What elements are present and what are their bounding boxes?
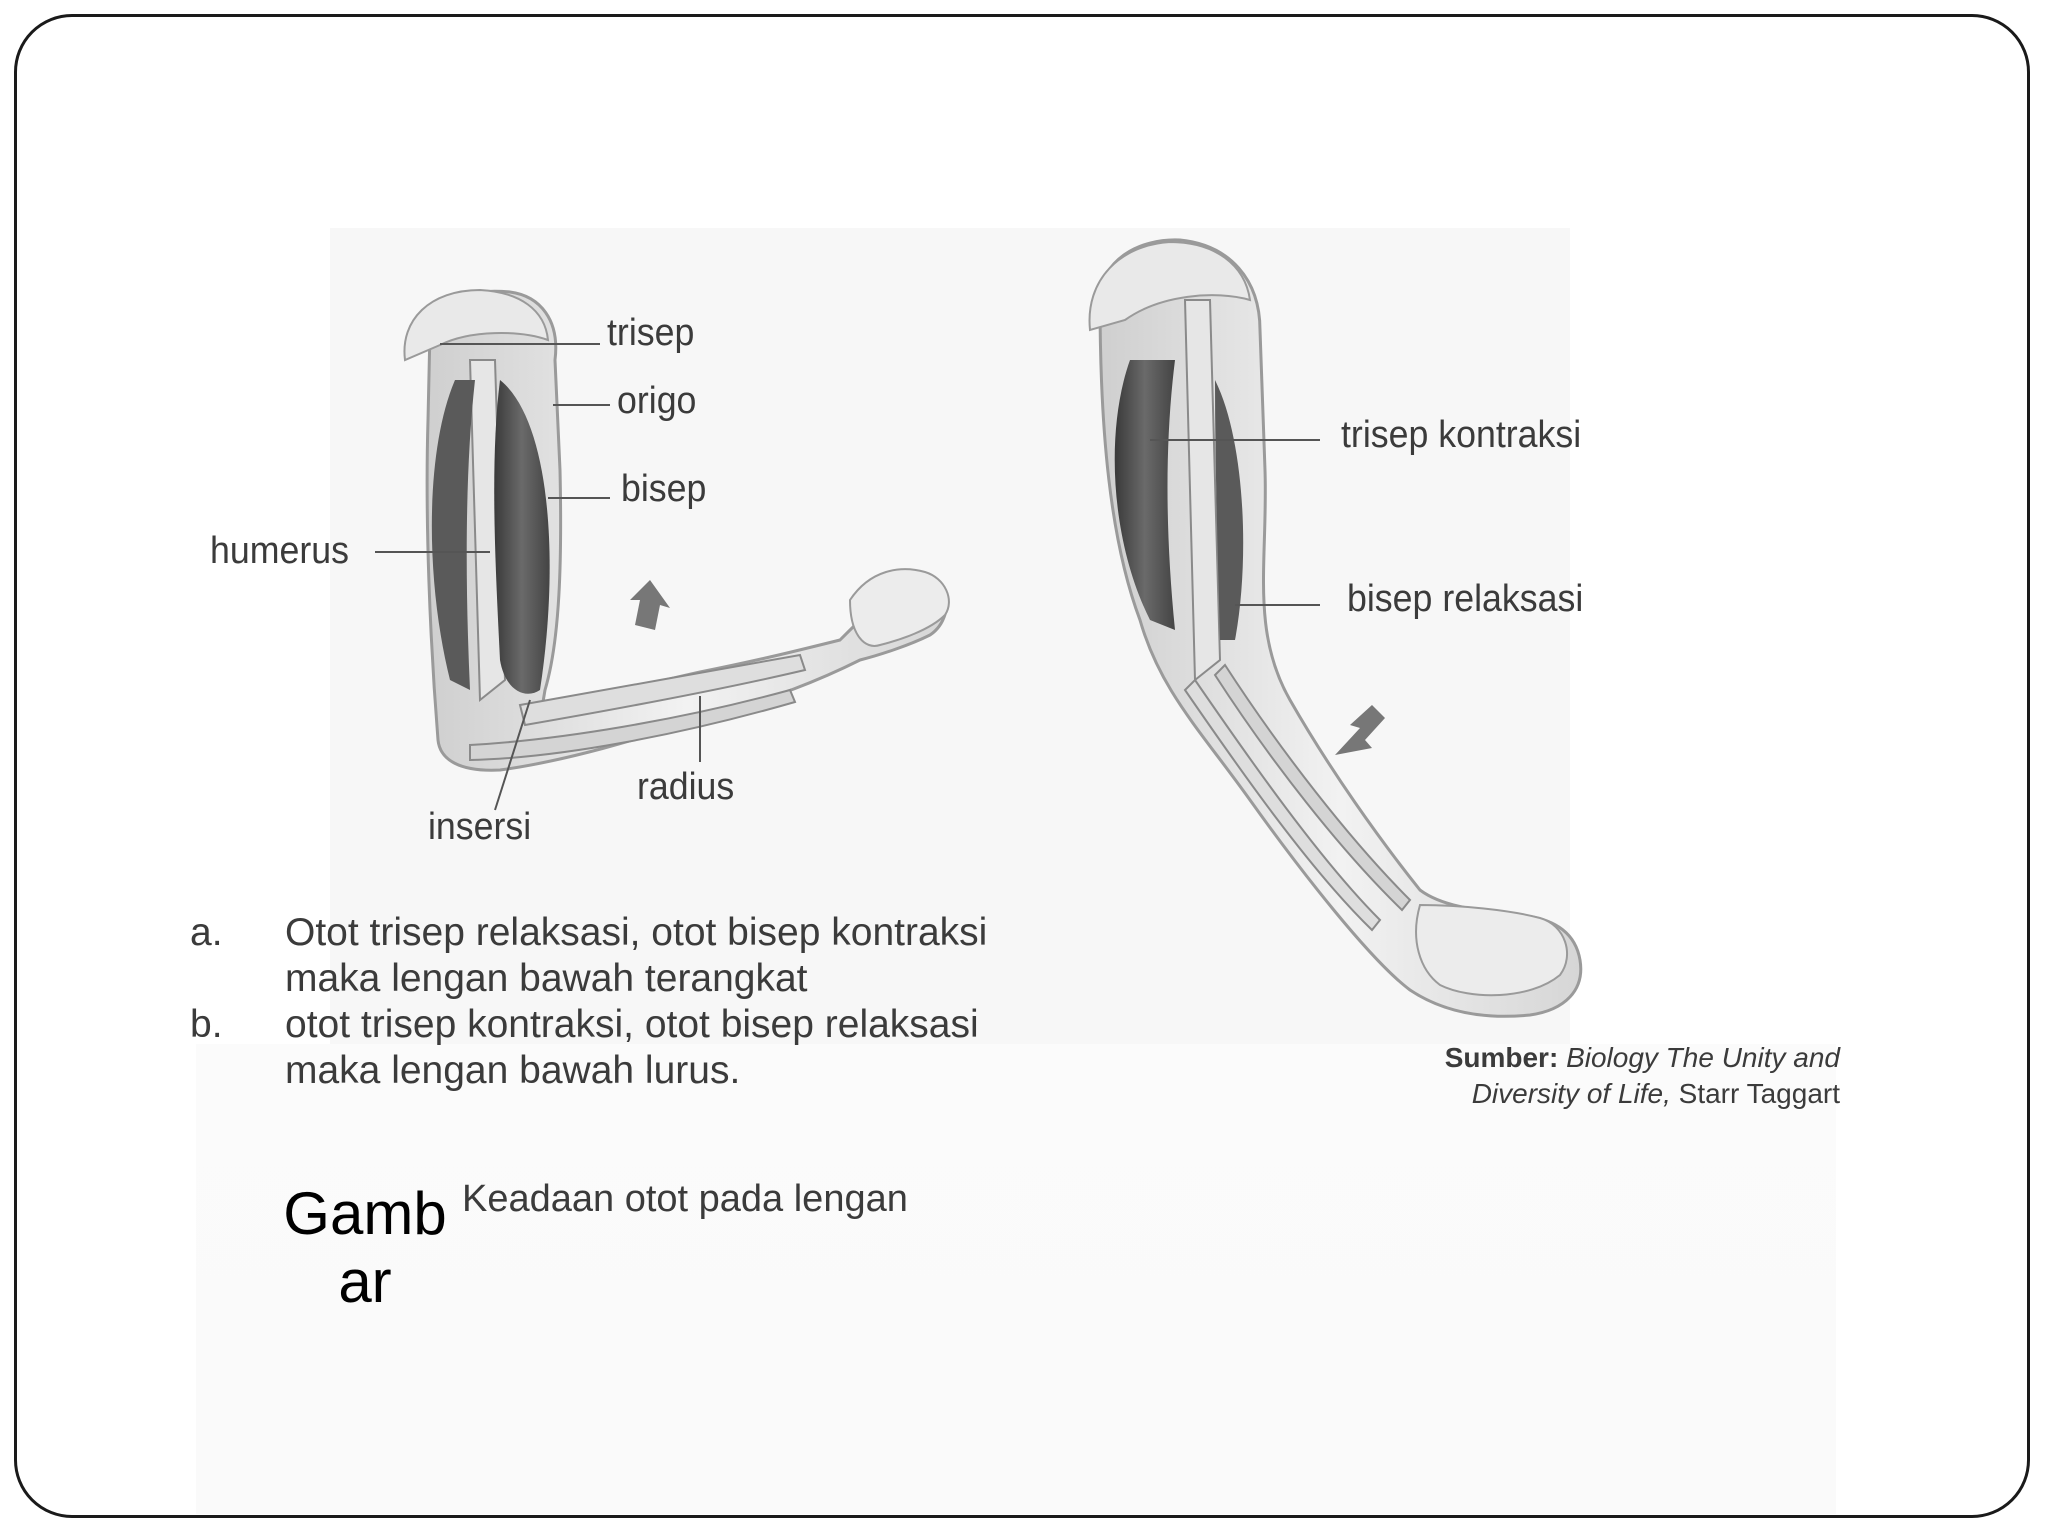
right-tricep-muscle [1114,360,1175,630]
right-bicep-muscle [1215,380,1244,640]
down-left-arrow-icon [1335,705,1385,755]
list-line: maka lengan bawah terangkat [285,957,808,1000]
label-radius: radius [637,766,735,808]
label-origo: origo [617,380,697,422]
list-text: otot trisep kontraksi, otot bisep relaks… [285,1002,979,1094]
left-ulna-bone [469,688,797,762]
label-humerus: humerus [210,530,349,572]
list-line: Otot trisep relaksasi, otot bisep kontra… [285,911,988,954]
label-trisep-kontraksi: trisep kontraksi [1341,414,1582,456]
source-author: Starr Taggart [1678,1078,1840,1109]
up-arrow-icon [630,580,670,630]
right-forearm-bone-2 [1213,663,1412,912]
left-bicep-muscle [494,380,550,694]
list-marker: b. [190,1003,223,1046]
left-tricep-muscle [431,380,475,690]
right-arm-extended [1088,238,1583,1018]
lower-background [196,1044,1836,1514]
list-line: maka lengan bawah lurus. [285,1049,741,1092]
label-bisep: bisep [621,468,707,510]
left-hand [848,568,950,647]
figure-caption: Keadaan otot pada lengan [462,1178,908,1220]
right-shoulder [1088,240,1252,332]
source-title-1: Biology The Unity and [1566,1042,1840,1073]
list-line: otot trisep kontraksi, otot bisep relaks… [285,1003,979,1046]
list-text: Otot trisep relaksasi, otot bisep kontra… [285,910,987,1002]
figure-heading: Gambar [283,1180,447,1315]
right-humerus [1183,299,1222,683]
source-credit: Sumber: Biology The Unity and Diversity … [1300,1040,1840,1112]
source-prefix: Sumber: [1444,1042,1559,1073]
label-insersi: insersi [428,806,532,848]
source-title-2: Diversity of Life, [1471,1078,1671,1109]
list-marker: a. [190,911,223,954]
right-hand [1415,903,1569,997]
left-radius-bone [518,653,807,727]
left-arm-flexed [375,288,950,811]
label-trisep: trisep [607,312,695,354]
right-forearm-bone-1 [1183,678,1382,932]
label-bisep-relaksasi: bisep relaksasi [1347,578,1584,620]
left-shoulder [403,288,550,362]
